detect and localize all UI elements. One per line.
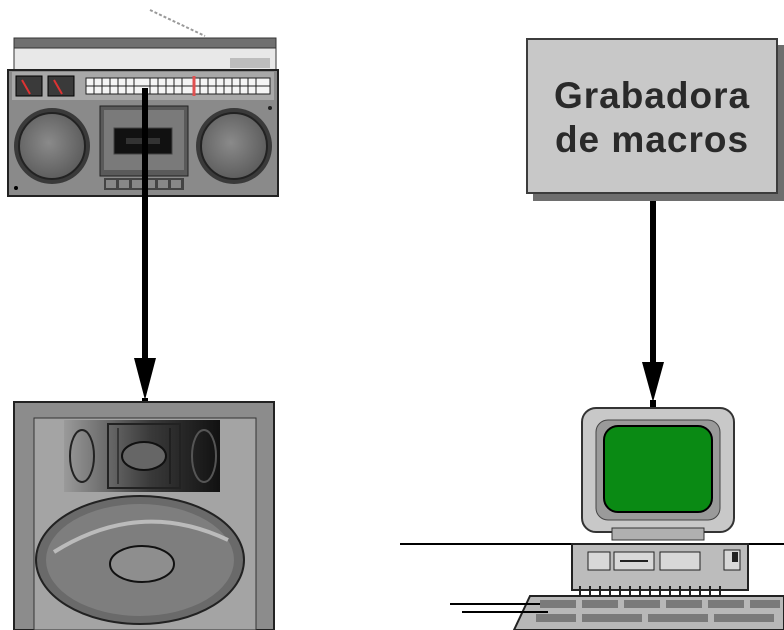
arrow-macro-to-computer [642,200,664,410]
speaker-icon [13,401,275,630]
macro-recorder-line2: de macros [554,119,750,160]
macro-recorder-line1: Grabadora [553,75,751,116]
macro-recorder-box: Grabadora de macros [526,38,778,194]
macro-recorder-label: Grabadora de macros [528,74,776,162]
computer-icon [400,407,784,630]
